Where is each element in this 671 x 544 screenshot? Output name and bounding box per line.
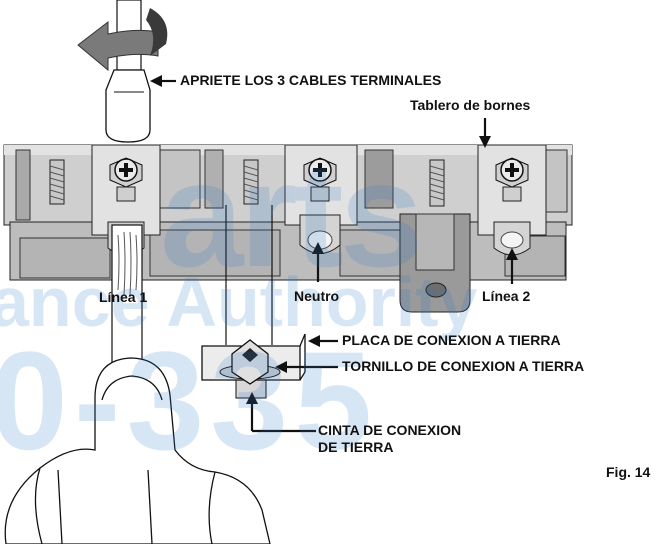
line2-label: Línea 2 — [482, 288, 531, 304]
neutral-screw-icon — [303, 157, 337, 202]
ground-assembly — [201, 205, 306, 399]
neutral-label: Neutro — [294, 288, 340, 304]
figure-label: Fig. 14 — [606, 464, 651, 480]
rotate-arrow-icon — [77, 8, 168, 72]
leader-arrows — [150, 75, 518, 433]
tighten-label: APRIETE LOS 3 CABLES TERMINALES — [180, 72, 442, 88]
terminal-screws — [109, 157, 529, 202]
line1-screw-icon — [109, 157, 143, 202]
line2-screw-icon — [495, 157, 529, 202]
terminal-block — [3, 144, 573, 313]
nut-driver — [105, 0, 151, 143]
line1-label: Línea 1 — [99, 289, 148, 305]
terminal-block-label: Tablero de bornes — [410, 97, 531, 113]
ground-plate-label: PLACA DE CONEXION A TIERRA — [342, 332, 561, 348]
hand-illustration — [4, 357, 271, 544]
ground-screw-icon — [219, 339, 281, 385]
ground-screw-label: TORNILLO DE CONEXION A TIERRA — [342, 358, 585, 374]
ground-strap-label-1: CINTA DE CONEXION — [318, 422, 462, 438]
ground-strap-label-2: DE TIERRA — [318, 439, 394, 455]
